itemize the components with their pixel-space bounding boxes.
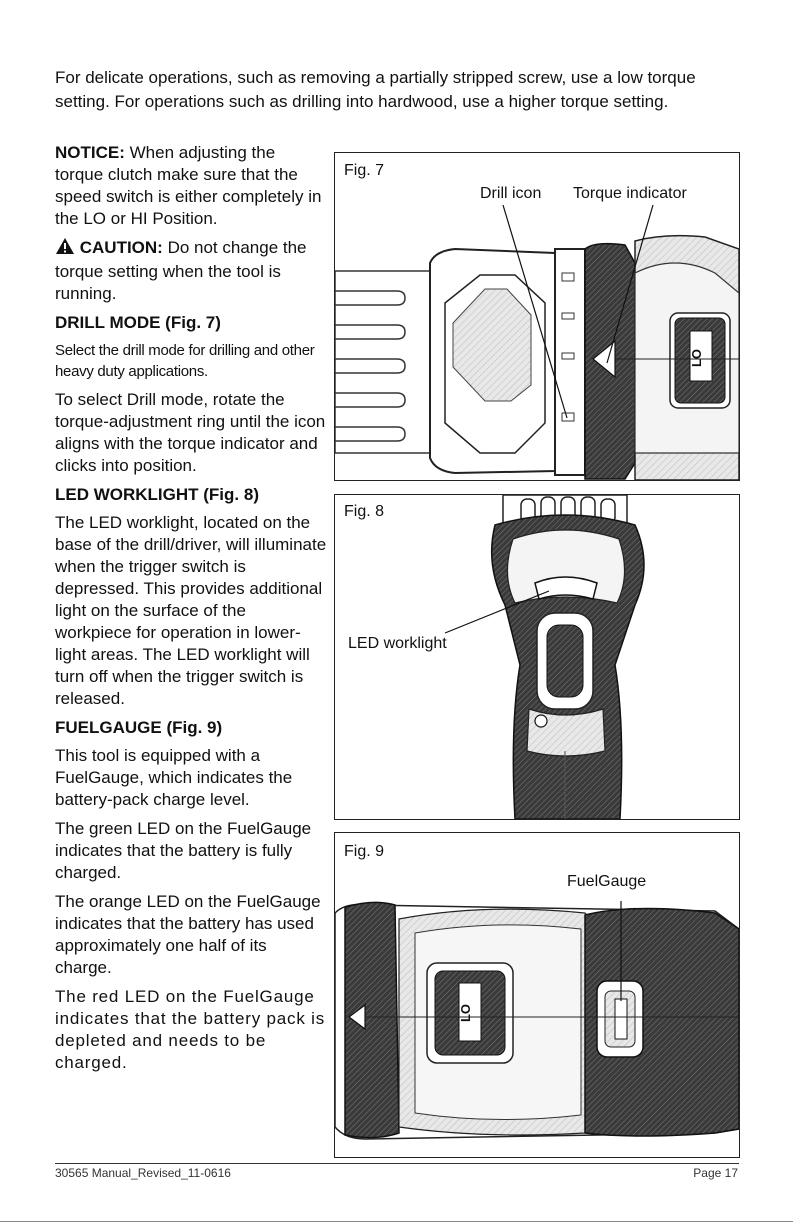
fig8-label: Fig. 8: [344, 503, 385, 520]
intro-paragraph: For delicate operations, such as removin…: [55, 68, 696, 111]
caution-text: Do not change the torque setting when th…: [55, 238, 307, 303]
figure-7: LO Fig. 7 Drill icon Torque indicator: [334, 152, 740, 481]
fig7-drill-icon-leader: [502, 204, 568, 419]
footer-page-number: Page 17: [693, 1166, 738, 1180]
fig8-led-worklight-leader: [444, 590, 550, 634]
warning-triangle-icon: [55, 237, 75, 261]
notice-paragraph: NOTICE: When adjusting the torque clutch…: [55, 142, 327, 230]
text-column: NOTICE: When adjusting the torque clutch…: [55, 142, 327, 1081]
fig7-drill-illustration: LO: [335, 204, 739, 480]
caution-label: CAUTION:: [79, 238, 163, 257]
footer-document-id: 30565 Manual_Revised_11-0616: [55, 1166, 231, 1180]
drill-mode-paragraph-1: Select the drill mode for drilling and o…: [55, 342, 315, 380]
drill-mode-paragraph-2: To select Drill mode, rotate the torque-…: [55, 390, 326, 475]
caution-paragraph: CAUTION: Do not change the torque settin…: [55, 237, 327, 305]
bottom-rule: [0, 1221, 793, 1222]
fig7-switch-label: LO: [689, 349, 704, 367]
notice-text: When adjusting the torque clutch make su…: [55, 143, 322, 228]
fig9-callout-fuelgauge: FuelGauge: [567, 873, 647, 890]
figure-8: Fig. 8 LED worklight: [334, 494, 740, 820]
fuelgauge-heading: FUELGAUGE (Fig. 9): [55, 718, 223, 737]
notice-label: NOTICE:: [55, 143, 125, 162]
footer-rule: [55, 1163, 739, 1164]
fig7-callout-torque-indicator: Torque indicator: [573, 185, 687, 202]
led-worklight-paragraph: The LED worklight, located on the base o…: [55, 513, 327, 708]
fuelgauge-paragraph-3: The orange LED on the FuelGauge indicate…: [55, 892, 321, 977]
fig7-torque-indicator-leader: [606, 204, 654, 364]
figure-9: LO Fig. 9 FuelGauge: [334, 832, 740, 1158]
fig8-callout-led-worklight: LED worklight: [348, 635, 447, 652]
fig7-callout-drill-icon: Drill icon: [480, 185, 542, 202]
fig9-drill-top-illustration: LO: [335, 901, 739, 1140]
fig8-drill-bottom-illustration: [444, 495, 645, 819]
fig9-switch-label: LO: [458, 1004, 473, 1022]
led-worklight-heading: LED WORKLIGHT (Fig. 8): [55, 485, 259, 504]
fuelgauge-paragraph-1: This tool is equipped with a FuelGauge, …: [55, 746, 293, 809]
fig9-label: Fig. 9: [344, 843, 385, 860]
fuelgauge-paragraph-4: The red LED on the FuelGauge indicates t…: [55, 987, 326, 1072]
fuelgauge-paragraph-2: The green LED on the FuelGauge indicates…: [55, 819, 312, 882]
drill-mode-heading: DRILL MODE (Fig. 7): [55, 313, 221, 332]
fig7-label: Fig. 7: [344, 162, 385, 179]
